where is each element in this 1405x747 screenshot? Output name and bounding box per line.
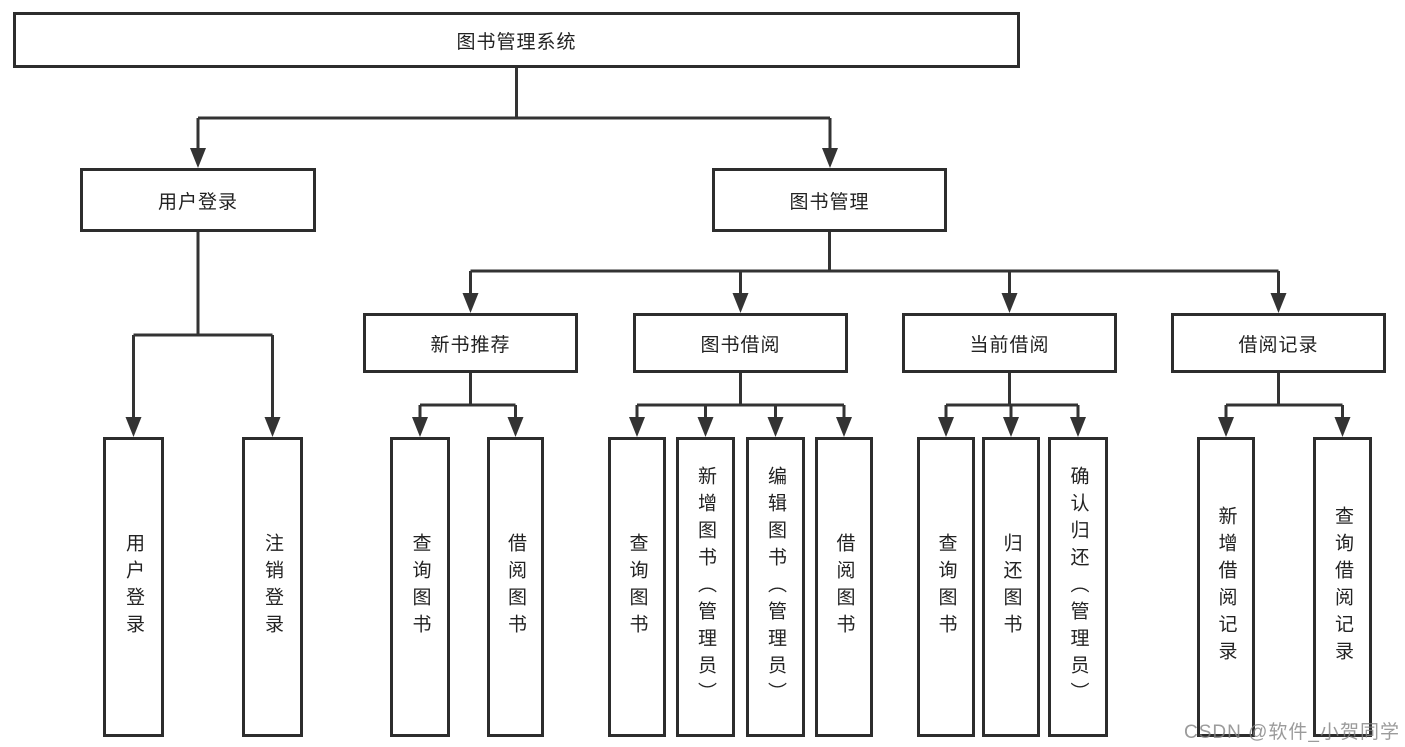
node-book-management-label: 图书管理 bbox=[789, 191, 870, 213]
node-new-book-recommend-label: 新书推荐 bbox=[430, 334, 511, 356]
arrowhead bbox=[938, 417, 954, 437]
arrowhead bbox=[822, 148, 838, 168]
leaf-newbook-borrow-books: 借阅图书 bbox=[487, 437, 544, 737]
node-borrow-records: 借阅记录 bbox=[1171, 313, 1386, 373]
arrowhead bbox=[629, 417, 645, 437]
arrowhead bbox=[1001, 293, 1018, 313]
arrowhead bbox=[1334, 417, 1351, 437]
leaf-current-query-books: 查询图书 bbox=[917, 437, 975, 737]
arrowhead bbox=[1270, 293, 1287, 313]
connector-new-book-to-leaves bbox=[412, 372, 524, 437]
node-book-borrow-label: 图书借阅 bbox=[700, 334, 781, 356]
leaf-records-add-record: 新增借阅记录 bbox=[1197, 437, 1255, 737]
leaf-borrow-edit-books: 编辑图书（管理员） bbox=[746, 437, 805, 737]
leaf-borrow-add-books: 新增图书（管理员） bbox=[676, 437, 735, 737]
connector-current-borrow-to-leaves bbox=[938, 372, 1086, 437]
leaf-newbook-query-books: 查询图书 bbox=[390, 437, 450, 737]
connector-user-login-to-leaves bbox=[125, 231, 281, 437]
node-borrow-records-label: 借阅记录 bbox=[1238, 334, 1319, 356]
leaf-current-confirm-return-label: 确认归还（管理员） bbox=[1067, 465, 1089, 709]
leaf-current-query-books-label: 查询图书 bbox=[935, 533, 957, 641]
leaf-borrow-query-books: 查询图书 bbox=[608, 437, 666, 737]
arrowhead bbox=[836, 417, 852, 437]
leaf-logout-label: 注销登录 bbox=[262, 533, 283, 641]
arrowhead bbox=[697, 417, 714, 437]
arrowhead bbox=[264, 417, 281, 437]
csdn-watermark: CSDN @软件_小贺同学 bbox=[1184, 722, 1400, 743]
leaf-logout: 注销登录 bbox=[242, 437, 303, 737]
leaf-current-confirm-return: 确认归还（管理员） bbox=[1048, 437, 1108, 737]
leaf-borrow-borrow-books: 借阅图书 bbox=[815, 437, 873, 737]
leaf-current-return-books: 归还图书 bbox=[982, 437, 1040, 737]
node-root: 图书管理系统 bbox=[13, 12, 1020, 68]
leaf-borrow-edit-books-label: 编辑图书（管理员） bbox=[765, 465, 786, 709]
leaf-current-return-books-label: 归还图书 bbox=[1000, 533, 1022, 641]
leaf-records-query-record: 查询借阅记录 bbox=[1313, 437, 1372, 737]
leaf-records-query-record-label: 查询借阅记录 bbox=[1332, 506, 1353, 668]
arrowhead bbox=[412, 417, 428, 437]
arrowhead bbox=[190, 148, 206, 168]
node-new-book-recommend: 新书推荐 bbox=[363, 313, 578, 373]
connector-borrow-records-to-leaves bbox=[1218, 372, 1351, 437]
node-root-label: 图书管理系统 bbox=[456, 31, 577, 53]
node-user-login-label: 用户登录 bbox=[157, 191, 238, 213]
leaf-borrow-add-books-label: 新增图书（管理员） bbox=[695, 465, 716, 709]
leaf-user-login-label: 用户登录 bbox=[123, 533, 144, 641]
arrowhead bbox=[767, 417, 784, 437]
arrowhead bbox=[462, 293, 479, 313]
connector-book-borrow-to-leaves bbox=[629, 372, 852, 437]
node-current-borrow: 当前借阅 bbox=[902, 313, 1117, 373]
connector-book-management-to-level3 bbox=[462, 231, 1287, 313]
arrowhead bbox=[1218, 417, 1234, 437]
arrowhead bbox=[1003, 417, 1019, 437]
arrowhead bbox=[507, 417, 524, 437]
node-book-borrow: 图书借阅 bbox=[633, 313, 848, 373]
connector-root-to-level2 bbox=[190, 66, 838, 168]
node-user-login: 用户登录 bbox=[80, 168, 316, 232]
leaf-records-add-record-label: 新增借阅记录 bbox=[1215, 506, 1237, 668]
node-book-management: 图书管理 bbox=[712, 168, 947, 232]
leaf-borrow-borrow-books-label: 借阅图书 bbox=[833, 533, 855, 641]
leaf-newbook-query-books-label: 查询图书 bbox=[409, 533, 431, 641]
arrowhead bbox=[1070, 417, 1086, 437]
leaf-user-login: 用户登录 bbox=[103, 437, 164, 737]
arrowhead bbox=[125, 417, 142, 437]
arrowhead bbox=[732, 293, 749, 313]
leaf-borrow-query-books-label: 查询图书 bbox=[626, 533, 648, 641]
leaf-newbook-borrow-books-label: 借阅图书 bbox=[505, 533, 526, 641]
node-current-borrow-label: 当前借阅 bbox=[969, 334, 1050, 356]
